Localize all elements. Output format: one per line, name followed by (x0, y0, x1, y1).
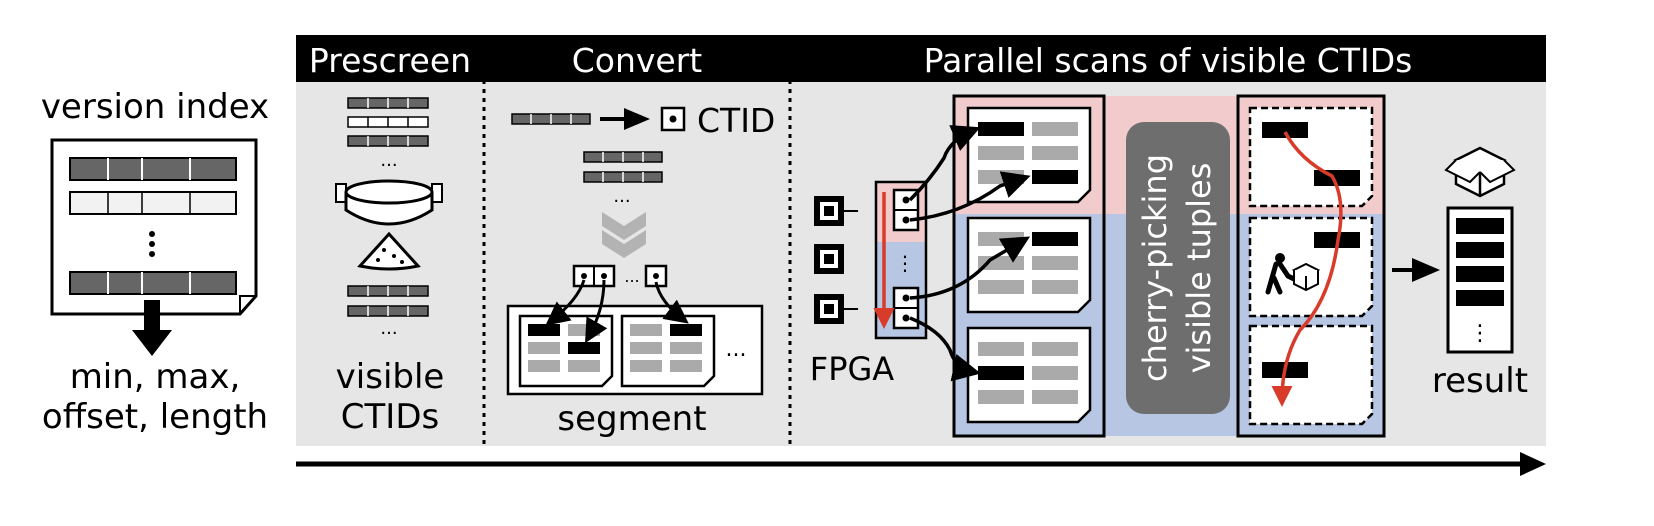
output-page (1248, 324, 1374, 426)
stage-convert: Convert (572, 41, 703, 80)
output-page (1248, 106, 1374, 208)
cherry-picking-box (1126, 122, 1230, 414)
fpga-ellipsis: ⋮ (895, 251, 915, 275)
index-row-2 (69, 191, 237, 215)
version-index-title: version index (41, 87, 269, 127)
version-index-page (50, 138, 258, 316)
ellipsis: ... (380, 318, 397, 339)
pick-path-arrow (1271, 131, 1343, 407)
prescreen-caption-2: CTIDs (341, 397, 439, 437)
convert-group: CTID ... ... (506, 101, 775, 439)
ctid-slots: ... (572, 264, 668, 288)
filtered-pile-icon (357, 231, 421, 271)
page-icon (966, 326, 1092, 424)
output-line-1: min, max, (70, 357, 241, 397)
stage-parallel: Parallel scans of visible CTIDs (924, 41, 1413, 80)
ellipsis: ... (624, 267, 639, 286)
ellipsis: ... (726, 337, 747, 362)
prescreen-caption-1: visible (336, 357, 445, 397)
output-pages-column (1236, 94, 1386, 438)
box-icon (1444, 146, 1516, 198)
cherry-label-1: cherry-picking (1136, 154, 1174, 382)
fpga-label: FPGA (810, 350, 895, 388)
result-row (1456, 218, 1504, 234)
fpga-chip-icon (814, 294, 858, 324)
header-bar (296, 35, 1546, 82)
worker-box-icon (1265, 253, 1321, 295)
ctid-label: CTID (697, 101, 775, 140)
convert-arrow-icon (624, 108, 650, 130)
stage-prescreen: Prescreen (309, 41, 471, 80)
chevron-down-icon (602, 212, 646, 258)
parallel-group: FPGA ⋮ (810, 94, 1528, 438)
prescreen-group: ... ... visible CTIDs (335, 97, 445, 437)
index-dots (149, 231, 155, 257)
fpga-chip-icon (814, 244, 844, 274)
index-row-1 (69, 157, 237, 181)
result-row (1456, 290, 1504, 306)
scan-pages-column (952, 94, 1106, 438)
result-row (1456, 242, 1504, 258)
ellipsis: ... (613, 186, 630, 207)
sieve-icon (335, 179, 443, 226)
down-arrow-icon (132, 300, 172, 356)
timeline-arrow-icon (1520, 452, 1546, 476)
ctid-pointer-arrows (545, 279, 689, 344)
cherry-label-2: visible tuples (1180, 163, 1218, 374)
ctid-pair (892, 286, 920, 330)
version-index-group: version index min, max, offset, length (41, 87, 269, 437)
result-ellipsis: ⋮ (1469, 321, 1491, 346)
fpga-column (874, 180, 928, 340)
fpga-chip-icon (814, 196, 858, 226)
ellipsis: ... (380, 150, 397, 171)
page-icon (620, 314, 716, 388)
output-line-2: offset, length (42, 397, 268, 437)
page-icon (518, 314, 614, 388)
result-row (1456, 266, 1504, 282)
fetch-arrows (908, 125, 1031, 382)
segment-label: segment (557, 399, 706, 439)
page-icon (966, 106, 1092, 204)
page-icon (966, 216, 1092, 314)
index-row-3 (69, 271, 237, 295)
result-label: result (1432, 361, 1528, 401)
right-arrow-icon (1412, 258, 1440, 282)
